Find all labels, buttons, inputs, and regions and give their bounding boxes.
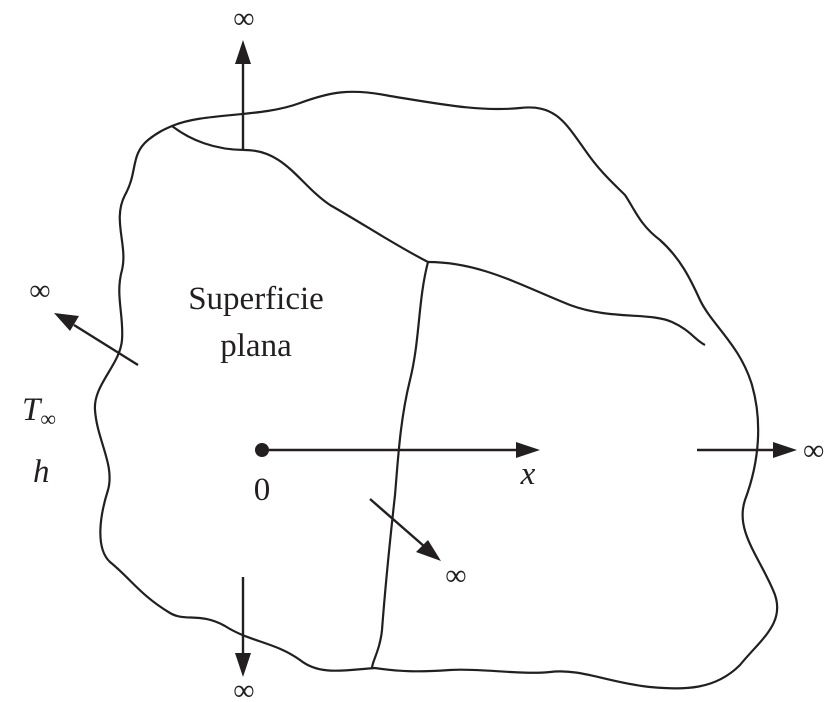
arrow-right-head (773, 442, 797, 458)
semi-infinite-solid (93, 90, 779, 690)
arrow-up-head (235, 40, 251, 64)
top-face-edge (171, 125, 429, 263)
surface-label-line2: plana (220, 328, 292, 364)
infinity-top: ∞ (233, 2, 254, 35)
front-face-edge (370, 261, 430, 669)
arrow-left-head (54, 313, 79, 331)
infinity-inward: ∞ (445, 559, 466, 592)
x-axis-arrow-head (516, 442, 540, 458)
temperature-subscript: ∞ (40, 406, 56, 431)
infinity-left: ∞ (29, 274, 50, 307)
temperature-symbol: T (22, 392, 43, 428)
heat-transfer-coefficient-label: h (33, 454, 50, 490)
origin-point (255, 443, 269, 457)
right-face-edge (427, 260, 706, 346)
infinity-right: ∞ (803, 434, 824, 467)
origin-label: 0 (254, 472, 271, 508)
x-axis-label: x (520, 456, 536, 492)
arrow-down-head (235, 653, 251, 677)
ambient-temperature-label: T∞ (22, 392, 56, 431)
arrow-inward-head (416, 540, 441, 561)
surface-label-line1: Superficie (188, 281, 324, 317)
infinity-bottom: ∞ (233, 674, 254, 702)
